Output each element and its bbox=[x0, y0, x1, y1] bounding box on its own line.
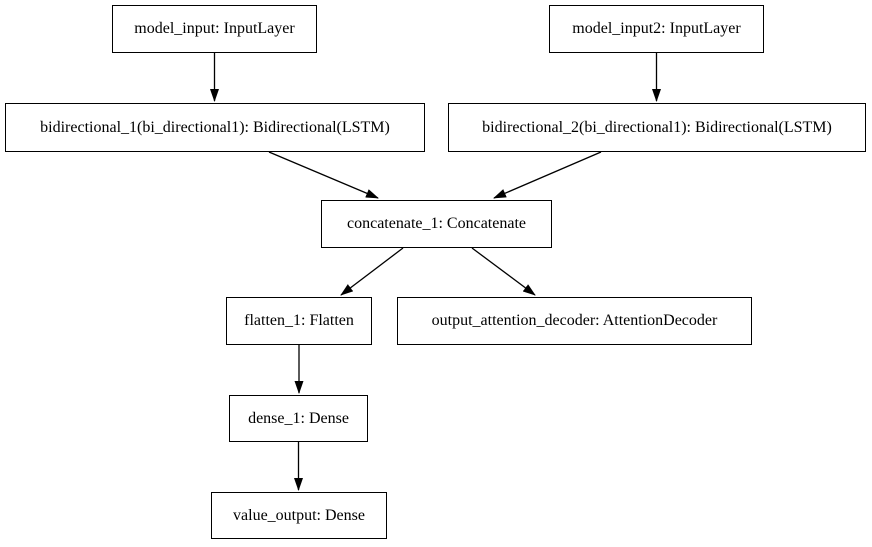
node-bidirectional-2: bidirectional_2(bi_directional1): Bidire… bbox=[448, 103, 866, 152]
node-concatenate-1: concatenate_1: Concatenate bbox=[321, 200, 552, 248]
node-value-output: value_output: Dense bbox=[211, 492, 387, 539]
node-model-input2: model_input2: InputLayer bbox=[549, 5, 764, 53]
edge-bidirectional_1-to-concatenate_1 bbox=[268, 151, 379, 199]
node-output-attention-decoder: output_attention_decoder: AttentionDecod… bbox=[397, 297, 752, 345]
node-flatten-1: flatten_1: Flatten bbox=[226, 297, 372, 345]
node-dense-1: dense_1: Dense bbox=[229, 395, 368, 442]
edge-bidirectional_2-to-concatenate_1 bbox=[493, 151, 602, 199]
node-model-input: model_input: InputLayer bbox=[112, 5, 317, 53]
edge-concatenate_1-to-output_attention_decoder bbox=[471, 247, 536, 296]
edge-concatenate_1-to-flatten_1 bbox=[340, 247, 404, 296]
node-bidirectional-1: bidirectional_1(bi_directional1): Bidire… bbox=[5, 103, 425, 152]
